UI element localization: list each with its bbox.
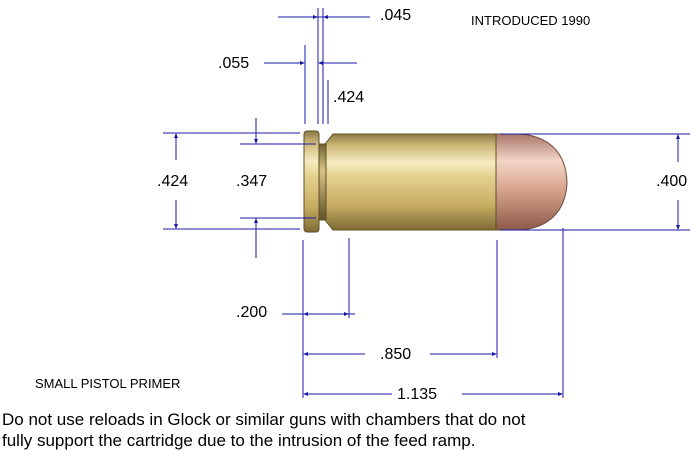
rim-thickness-label: .045 bbox=[380, 7, 411, 24]
cartridge bbox=[303, 130, 568, 233]
case-length-label: .850 bbox=[380, 346, 411, 363]
rim-diameter-label: .424 bbox=[157, 173, 188, 190]
dimension-lines bbox=[163, 8, 690, 398]
groove-diameter-label: .347 bbox=[236, 173, 267, 190]
case-body bbox=[324, 133, 497, 231]
case-rim bbox=[303, 130, 320, 233]
reload-warning-line-2: fully support the cartridge due to the i… bbox=[2, 431, 476, 450]
groove-width-label: .055 bbox=[218, 55, 249, 72]
bullet bbox=[493, 133, 568, 231]
overall-length-label: 1.135 bbox=[397, 386, 437, 403]
rim-diameter-top-label: .424 bbox=[333, 89, 364, 106]
reload-warning-line-1: Do not use reloads in Glock or similar g… bbox=[2, 410, 526, 429]
primer-label: SMALL PISTOL PRIMER bbox=[35, 376, 180, 391]
groove-to-body-label: .200 bbox=[236, 304, 267, 321]
arrowheads bbox=[174, 15, 680, 396]
introduced-label: INTRODUCED 1990 bbox=[471, 13, 590, 28]
bullet-diameter-label: .400 bbox=[656, 173, 687, 190]
reload-warning: Do not use reloads in Glock or similar g… bbox=[2, 409, 696, 451]
